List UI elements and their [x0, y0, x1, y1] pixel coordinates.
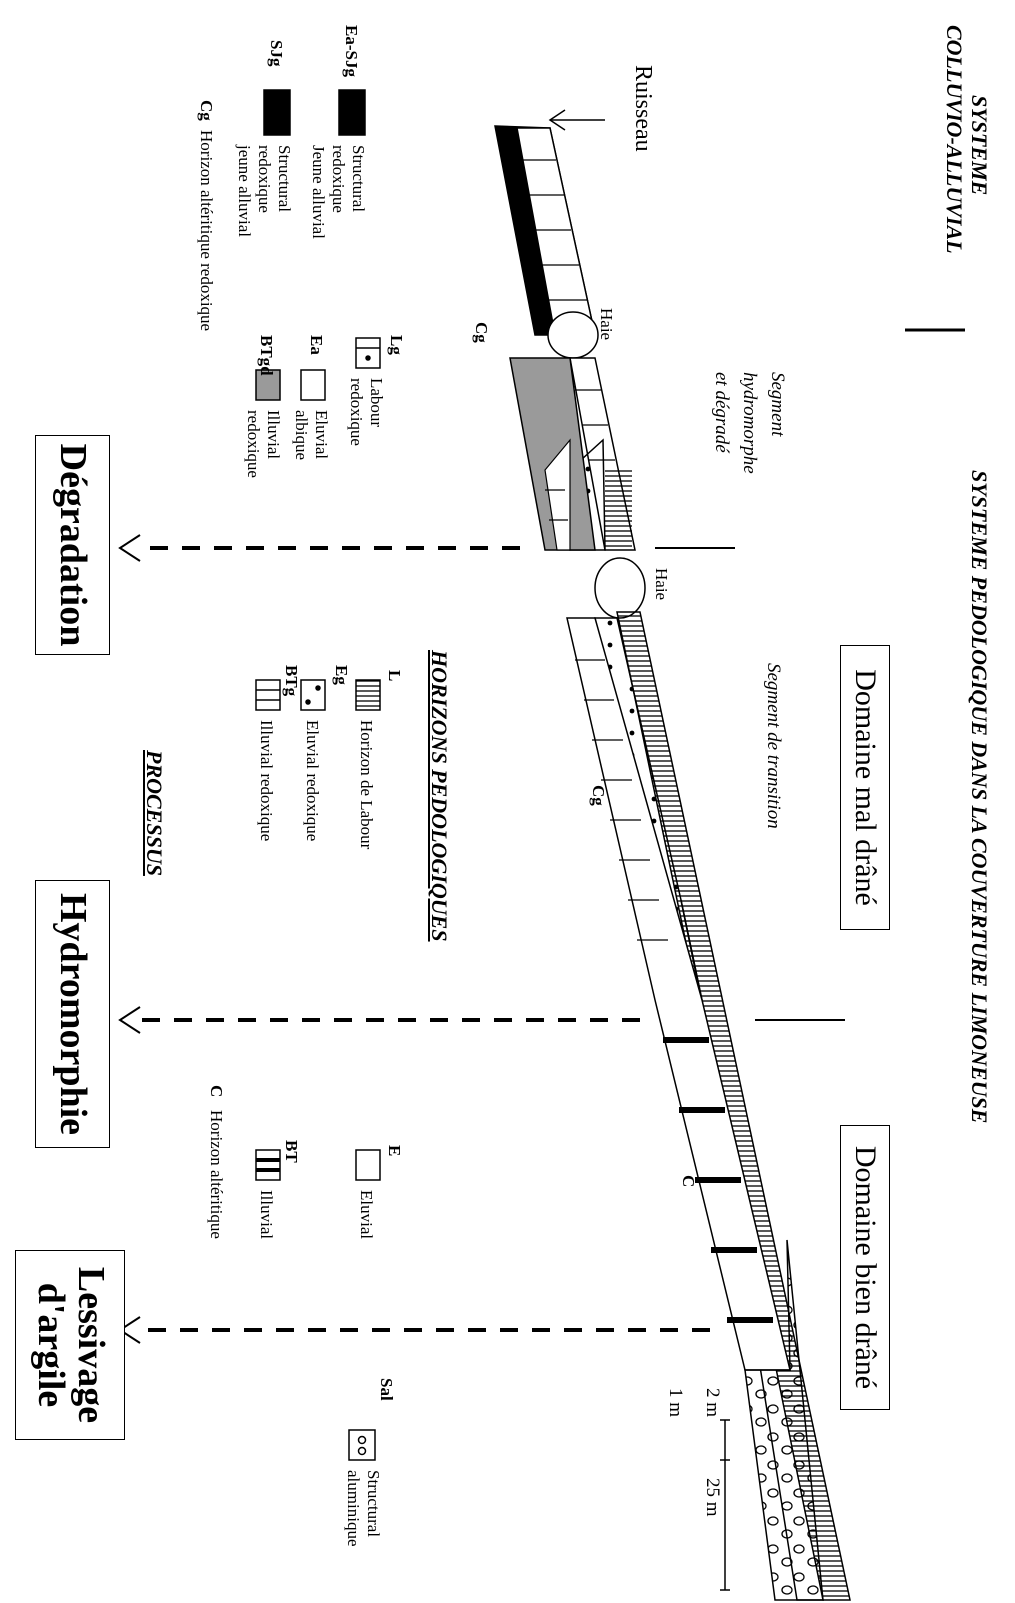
legend-ea-l2: albique	[292, 410, 311, 461]
legend-btgd-l1: Illuvial	[264, 410, 283, 460]
scale-horizontal-label: 25 m	[702, 1478, 723, 1517]
alluvial-strip-ticks	[523, 159, 587, 301]
legend-ea-sjg-l3: Jeune alluvial	[309, 145, 328, 239]
legend-code-sjg: SJg	[267, 40, 286, 67]
title-pedologique: SYSTEME PEDOLOGIQUE DANS LA COUVERTURE L…	[967, 470, 992, 1124]
segment-hydromorphe-l1: Segment	[767, 372, 788, 437]
domain-bien-draine: Domaine bien drâné	[840, 1125, 890, 1410]
haie-2-shape	[594, 557, 646, 619]
segment-hydromorphe-l2: hydromorphe	[739, 372, 760, 474]
haie-1-shape	[547, 311, 599, 359]
legend-sal-l1: Structural	[364, 1470, 383, 1538]
horizons-title: HORIZONS PEDOLOGIQUES	[427, 650, 452, 942]
title-colluvio-line2: COLLUVIO-ALLUVIAL	[942, 25, 967, 254]
legend-code-sal: Sal	[377, 1378, 396, 1401]
legend-eg-text: Eluvial redoxique	[303, 720, 322, 842]
label-ruisseau: Ruisseau	[630, 65, 656, 152]
legend-code-eg: Eg	[332, 665, 351, 685]
legend-btgd-l2: redoxique	[244, 410, 263, 478]
legend-sjg-l1: Structural	[275, 145, 294, 213]
legend-code-ea: Ea	[307, 335, 326, 355]
legend-bt-text: Illuvial	[257, 1190, 276, 1240]
process-hydromorphie: Hydromorphie	[35, 880, 110, 1148]
legend-code-c: C	[207, 1085, 226, 1098]
btg-ticks	[575, 659, 668, 941]
domain-mal-draine: Domaine mal drâné	[840, 645, 890, 930]
legend-code-l: L	[385, 670, 404, 682]
legend-ea-sjg-l1: Structural	[349, 145, 368, 213]
label-haie-2: Haie	[652, 568, 671, 601]
well-drained-sal-layer	[744, 1239, 824, 1601]
transition-btg-layer	[566, 617, 791, 1371]
title-colluvio-line1: SYSTEME	[967, 95, 992, 196]
legend-btg-text: Illuvial redoxique	[257, 720, 276, 842]
transition-labour-strip	[616, 611, 851, 1601]
label-cg-2: Cg	[589, 785, 608, 806]
legend-e-text: Eluvial	[357, 1190, 376, 1240]
legend-lg-l1: Labour	[367, 378, 386, 428]
legend-sal-l2: aluminique	[344, 1470, 363, 1547]
legend-c-text: Horizon altéritique	[207, 1110, 226, 1239]
label-cg-1: Cg	[472, 322, 491, 343]
label-c: C	[679, 1175, 698, 1188]
legend-sjg-l3: jeune alluvial	[235, 145, 254, 238]
processus-title: PROCESSUS	[142, 750, 167, 876]
legend-code-lg: Lg	[387, 335, 406, 355]
legend-swatches	[255, 89, 381, 1461]
process-degradation: Dégradation	[35, 435, 110, 655]
legend-code-btg: BTg	[282, 665, 301, 697]
legend-sjg-l2: redoxique	[255, 145, 274, 213]
label-haie-1: Haie	[597, 308, 616, 341]
legend-code-ea-sjg: Ea-SJg	[342, 25, 361, 77]
segment-transition: Segment de transition	[763, 663, 784, 829]
segment-hydromorphe-l3: et dégradé	[711, 372, 732, 453]
legend-cg-text: Horizon altéritique redoxique	[197, 130, 216, 332]
scale-vertical2-label: 1 m	[665, 1388, 686, 1418]
bt-thick-ticks	[663, 1037, 773, 1323]
process-lessivage: Lessivage d'argile	[15, 1250, 125, 1440]
legend-code-e: E	[385, 1145, 404, 1157]
legend-lg-l2: redoxique	[347, 378, 366, 446]
degraded-btgd-layer	[509, 357, 596, 551]
legend-l-text: Horizon de Labour	[357, 720, 376, 850]
legend-ea-sjg-l2: redoxique	[329, 145, 348, 213]
scale-vertical-label: 2 m	[702, 1388, 723, 1418]
legend-code-cg: Cg	[197, 100, 216, 121]
legend-ea-l1: Eluvial	[312, 410, 331, 460]
legend-code-bt: BT	[282, 1140, 301, 1163]
legend-code-btgd: BTgd	[257, 335, 276, 376]
